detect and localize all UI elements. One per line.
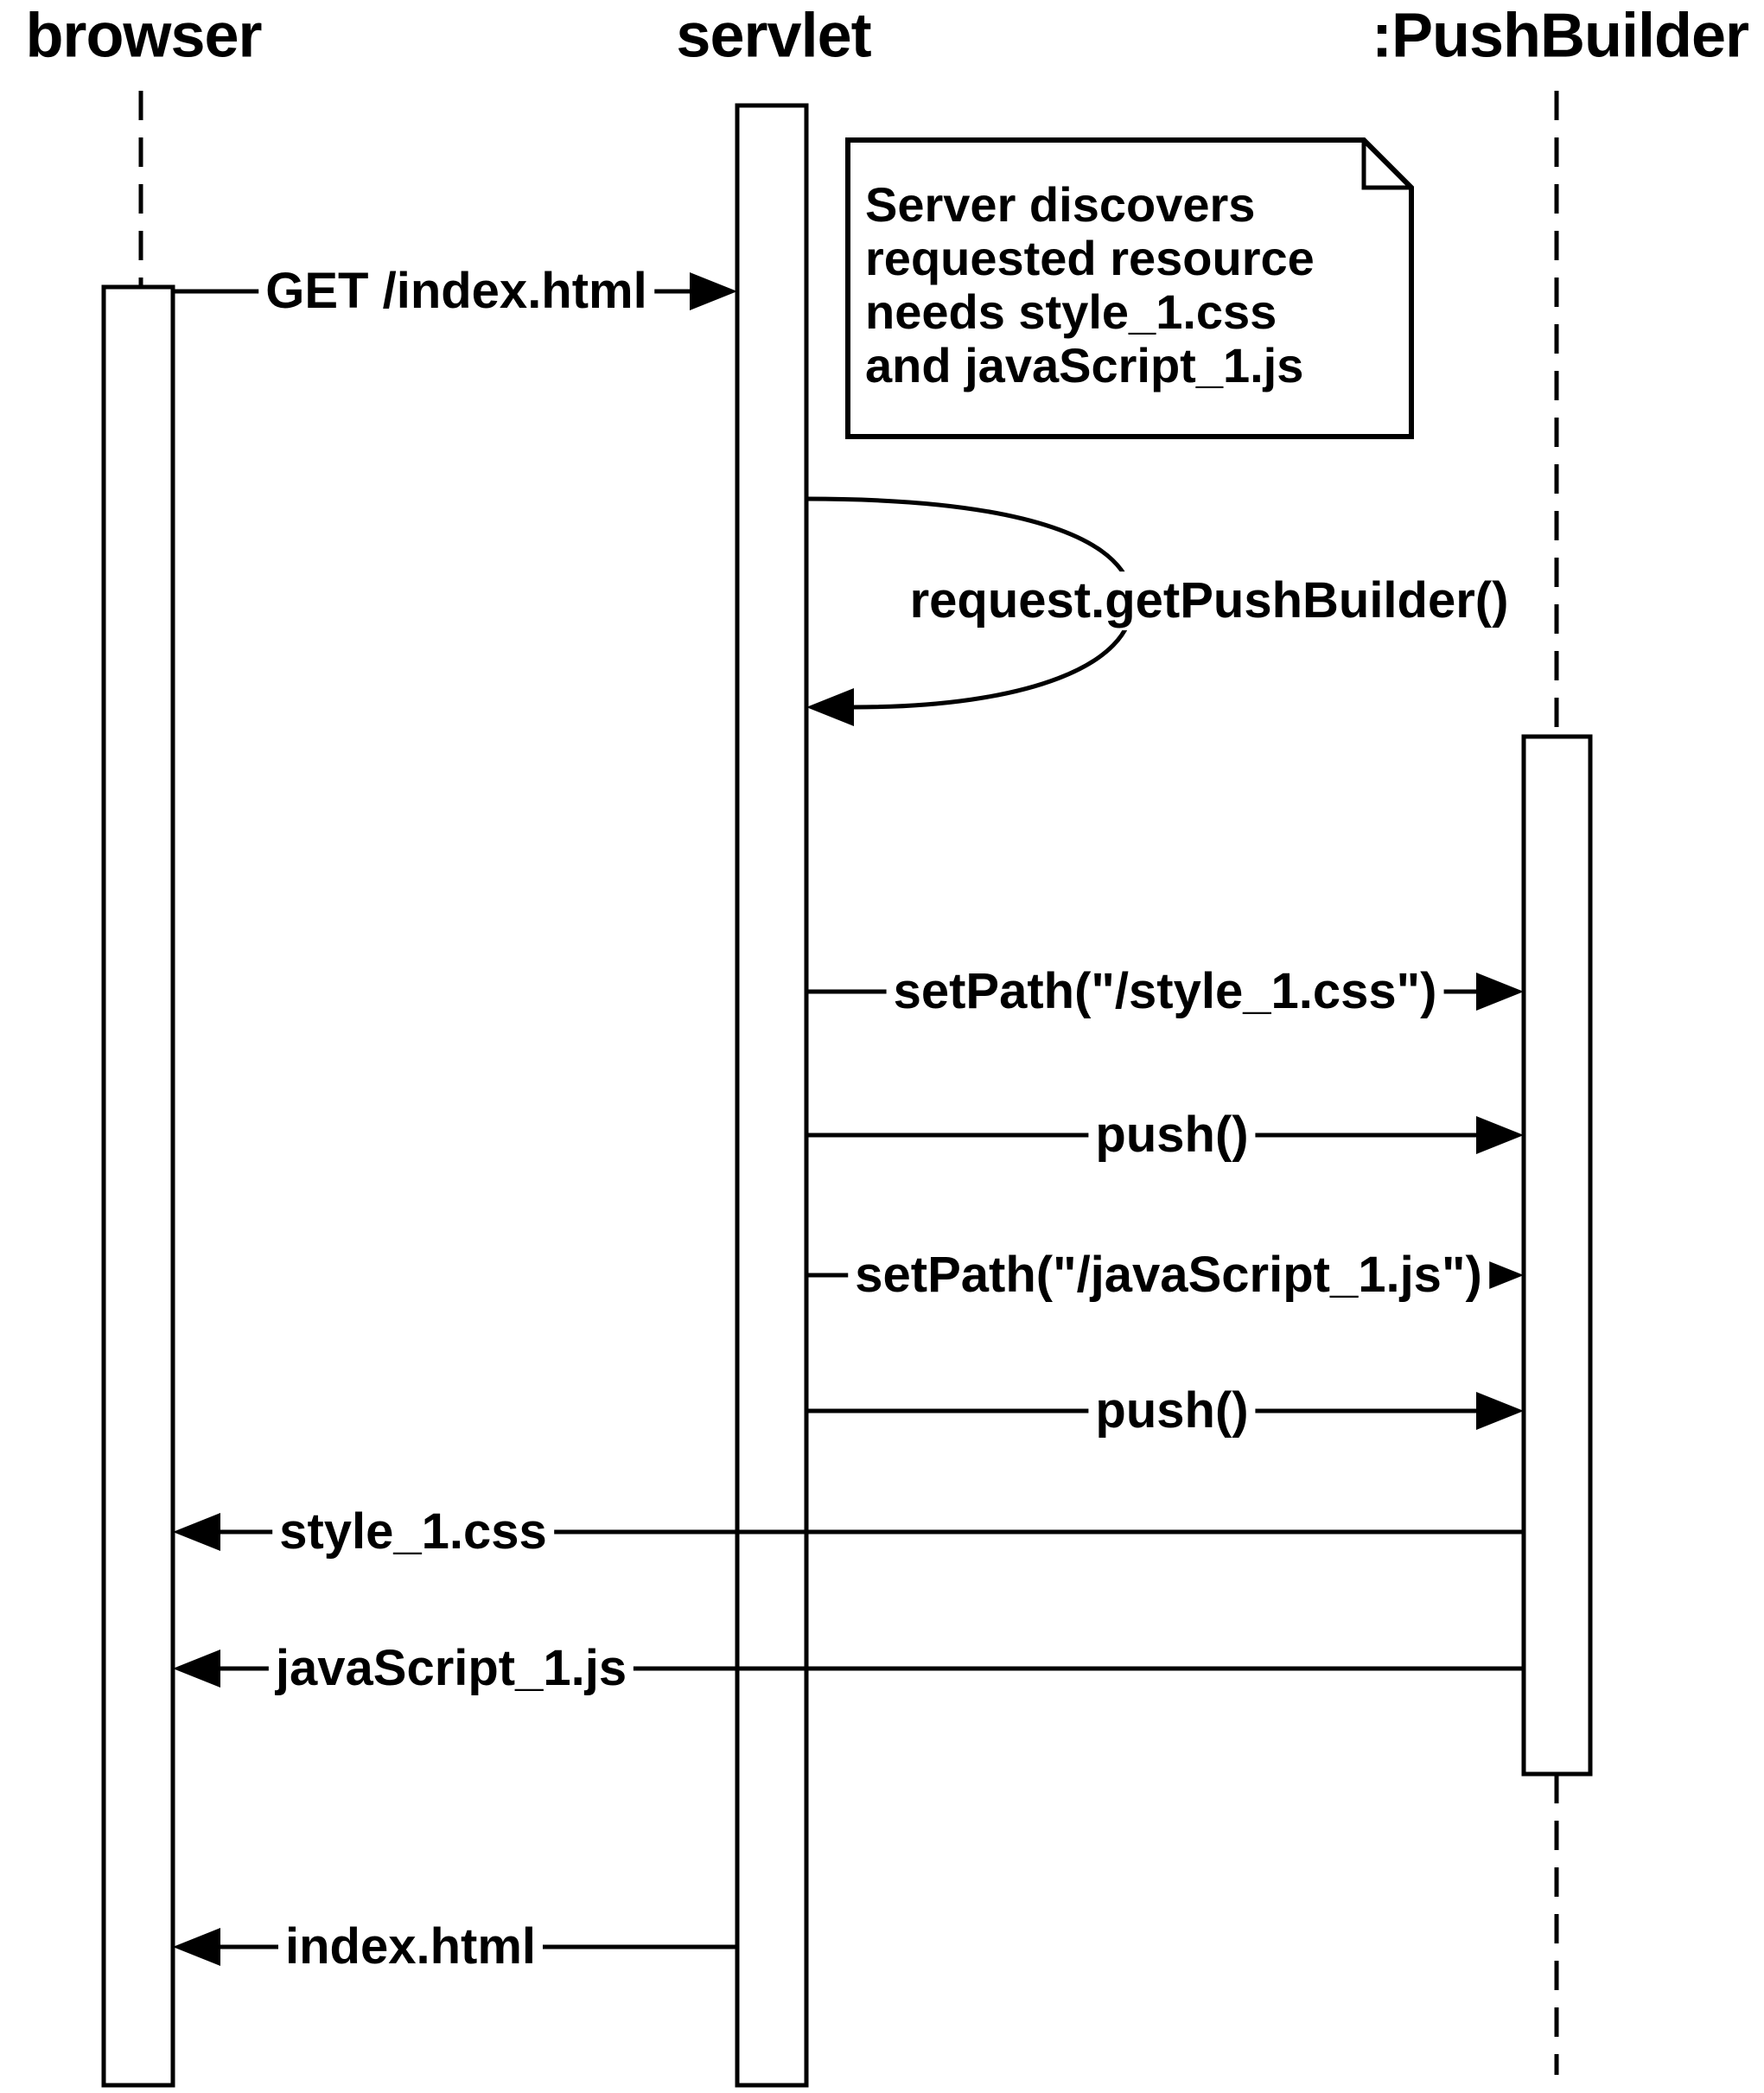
message-label-setpath-js: setPath("/javaScript_1.js") [848,1246,1489,1305]
arrowhead-setpath-css [1476,973,1524,1011]
arrowhead-get-index [690,272,737,310]
note-shape [845,137,1414,439]
note-text: Server discovers requested resource need… [865,178,1315,392]
message-label-return-index: index.html [277,1918,544,1976]
browser-activation-bar [101,284,175,2088]
message-label-getpushbuilder: request.getPushBuilder() [902,571,1516,630]
arrowhead-push-1 [1476,1116,1524,1154]
arrowhead-return-js [173,1650,220,1688]
message-label-return-css: style_1.css [272,1503,554,1561]
message-label-push-1: push() [1088,1106,1256,1165]
note-line: requested resource [865,231,1315,285]
participant-browser: browser [25,1,262,71]
note-fold-icon [1361,140,1411,190]
message-label-get-index: GET /index.html [258,262,654,321]
servlet-activation-bar [735,103,809,2088]
participant-servlet: servlet [676,1,871,71]
message-label-setpath-css: setPath("/style_1.css") [886,962,1444,1021]
arrowhead-getpushbuilder [806,688,854,726]
participant-pushbuilder: :PushBuilder [1371,1,1749,71]
arrowhead-push-2 [1476,1392,1524,1430]
pushbuilder-activation-bar [1521,734,1593,1777]
arrowhead-return-index [173,1928,220,1966]
note-line: Server discovers [865,177,1256,232]
note-line: needs style_1.css [865,284,1277,339]
arrowhead-return-css [173,1513,220,1551]
message-label-push-2: push() [1088,1382,1256,1440]
message-label-return-js: javaScript_1.js [268,1639,634,1698]
note-line: and javaScript_1.js [865,338,1304,392]
